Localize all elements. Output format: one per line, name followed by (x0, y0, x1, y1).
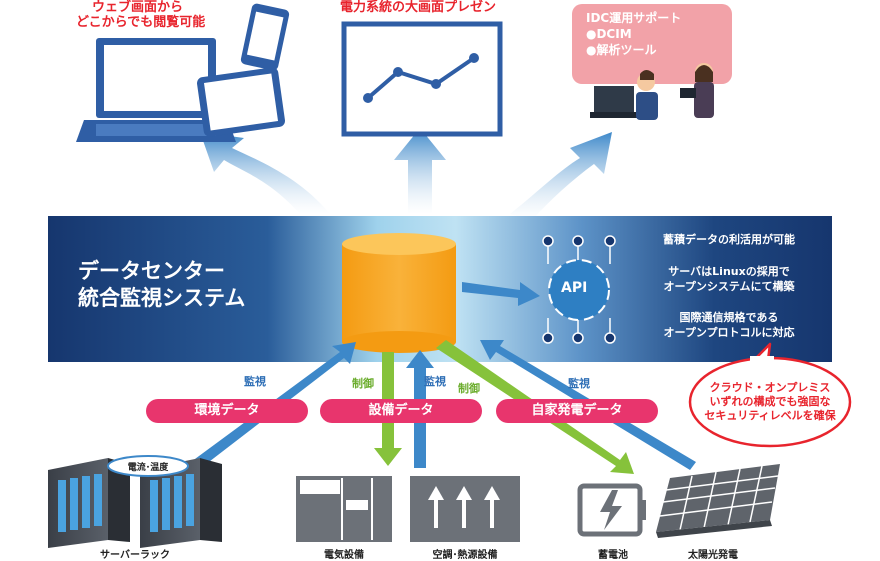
smartphone-icon (240, 3, 290, 71)
presentation-label: 電力系統の大画面プレゼン (340, 0, 497, 15)
api-gear-icon (542, 235, 616, 344)
idc-item-dcim: ●DCIM (586, 27, 632, 41)
server-measure-tag: 電流･温度 (127, 463, 169, 473)
feature-linux-line1: サーバはLinuxの採用で (668, 265, 790, 278)
bubble-line2: いずれの構成でも強固な (709, 395, 831, 408)
laptop-icon (76, 38, 236, 142)
arrow-up-to-presentation (394, 128, 446, 214)
hvac-label: 空調･熱源設備 (432, 550, 498, 561)
api-label: API (561, 280, 588, 296)
battery-icon (577, 483, 646, 537)
api-gear-body (548, 259, 610, 321)
idc-item-analysis: ●解析ツール (586, 43, 657, 57)
feature-linux-line2: オープンシステムにて構築 (663, 280, 795, 293)
flow-label-control-equip: 制御 (352, 377, 374, 390)
feature-data-utilization: 蓄積データの利活用が可能 (663, 233, 795, 246)
server-rack-label: サーバーラック (100, 550, 170, 561)
web-label-line2: どこからでも閲覧可能 (76, 15, 206, 30)
web-label-line1: ウェブ画面から (92, 0, 184, 15)
arrow-db-to-api (462, 282, 540, 306)
arrow-up-to-web (200, 132, 330, 214)
database-icon (342, 233, 456, 353)
electrical-label: 電気設備 (324, 550, 364, 561)
flow-label-monitor-env: 監視 (244, 375, 266, 388)
security-bubble (688, 342, 852, 448)
category-equipment-data: 設備データ (320, 399, 482, 423)
tablet-icon (197, 67, 285, 137)
operators-illustration (590, 63, 714, 120)
electrical-equipment-icon (296, 476, 392, 542)
system-title-line2: 統合監視システム (78, 286, 246, 310)
solar-panel-icon (656, 464, 780, 538)
hvac-equipment-icon (410, 476, 520, 542)
arrow-up-to-idc (510, 132, 612, 220)
feature-protocol-line2: オープンプロトコルに対応 (663, 326, 795, 339)
category-generation-data: 自家発電データ (496, 399, 658, 423)
system-title-line1: データセンター (78, 259, 225, 283)
flow-label-monitor-gen: 監視 (568, 377, 590, 390)
bubble-line3: セキュリティレベルを確保 (704, 409, 836, 422)
solar-label: 太陽光発電 (688, 550, 738, 561)
idc-title: IDC運用サポート (586, 11, 682, 25)
presentation-screen-icon (341, 21, 503, 137)
battery-label: 蓄電池 (598, 550, 628, 561)
feature-protocol-line1: 国際通信規格である (679, 311, 779, 324)
flow-label-monitor-equip: 監視 (424, 375, 446, 388)
bubble-line1: クラウド・オンプレミス (709, 381, 831, 394)
category-environment-data: 環境データ (146, 399, 308, 423)
idc-support-box (572, 4, 732, 84)
flow-label-control-gen: 制御 (458, 382, 480, 395)
server-rack-icon (48, 455, 222, 548)
